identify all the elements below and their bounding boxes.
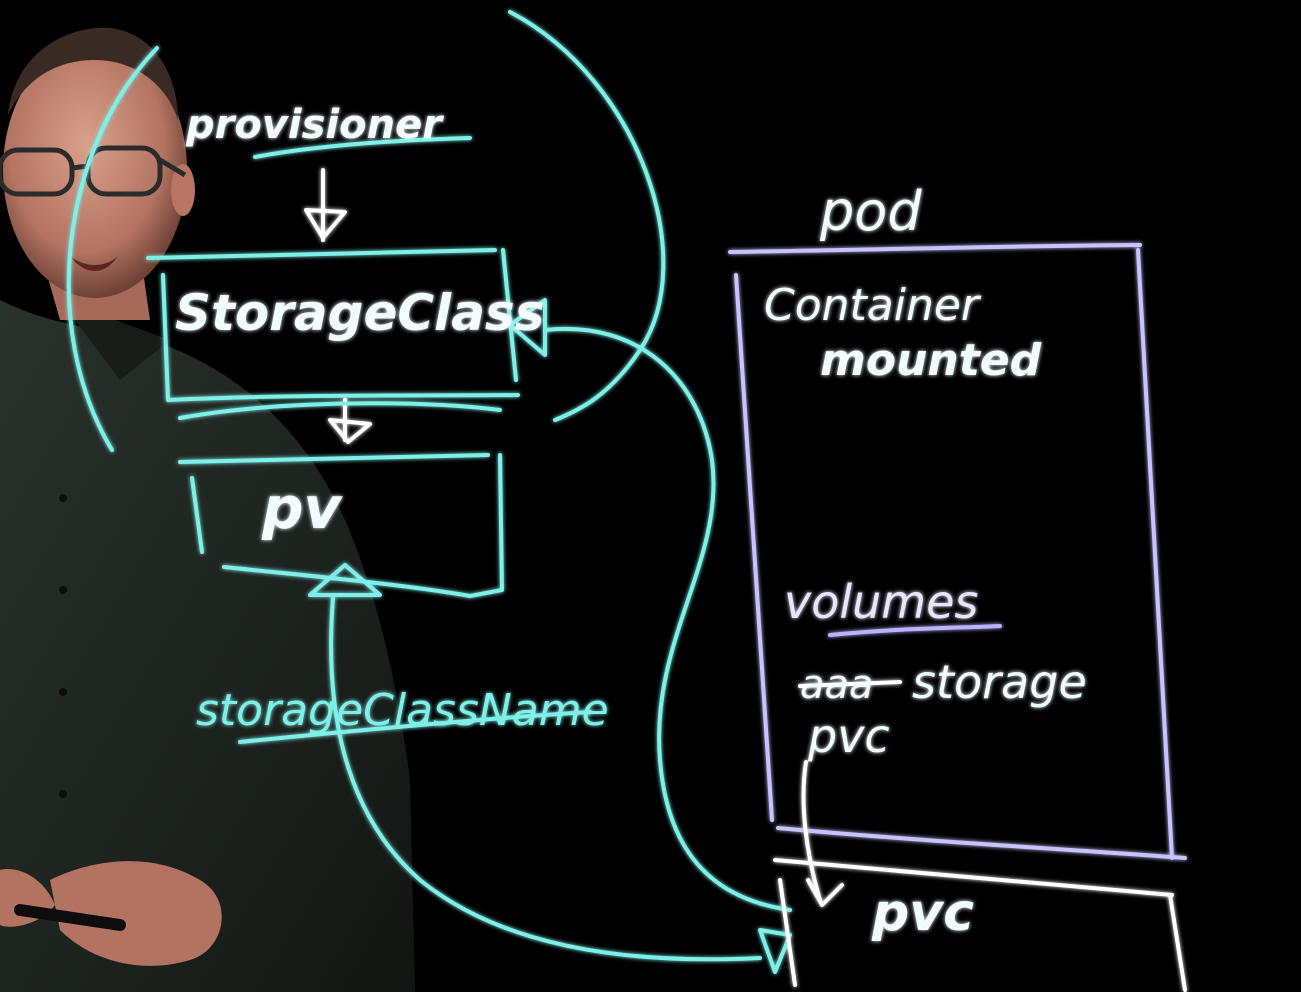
- label-struck: aaa: [800, 662, 874, 708]
- marker-pen: [14, 904, 126, 931]
- provisioner-underline: [253, 136, 472, 159]
- pvc-left-arrowhead: [758, 928, 792, 974]
- strike-line: [798, 680, 902, 688]
- label-volumes: volumes: [784, 575, 978, 629]
- lightboard-labels: provisioner StorageClass pv storageClass…: [175, 102, 1087, 943]
- pv-top-curve: [178, 401, 502, 420]
- enclosing-right-arc: [508, 10, 666, 422]
- presenter: [0, 27, 415, 992]
- pv-to-pvc-curve: [329, 596, 762, 962]
- label-pvc-box: pvc: [871, 883, 974, 943]
- label-mounted: mounted: [820, 335, 1042, 386]
- pvc-to-storageclass-curve: [543, 326, 792, 912]
- label-container: Container: [764, 280, 982, 331]
- pvc-down-arrow: [801, 760, 844, 907]
- presenter-mouth: [70, 256, 118, 271]
- presenter-shirt: [0, 300, 415, 992]
- pv-up-arrow: [308, 563, 382, 597]
- shirt-button: [59, 688, 67, 696]
- volumes-underline: [828, 624, 1002, 637]
- presenter-hair: [8, 27, 178, 120]
- shirt-button: [59, 586, 67, 594]
- lightboard-diagram: [66, 10, 1187, 992]
- arrow-down-icon: [328, 398, 372, 444]
- pod-box: [728, 243, 1187, 860]
- storageclass-box: [146, 248, 520, 402]
- presenter-ear: [171, 164, 195, 216]
- storageclassname-underline: [238, 710, 592, 744]
- shirt-button: [59, 790, 67, 798]
- pvc-box: [773, 858, 1187, 992]
- arrow-down-icon: [304, 168, 347, 242]
- enclosing-left-arc: [66, 46, 159, 452]
- label-pod: pod: [819, 180, 922, 243]
- label-provisioner: provisioner: [185, 102, 444, 148]
- label-storageclassname: storageClassName: [196, 685, 609, 736]
- label-pv: pv: [261, 474, 344, 542]
- storageclass-arrowhead: [508, 298, 547, 357]
- pv-box: [178, 453, 504, 598]
- shirt-button: [59, 494, 67, 502]
- label-pvc-inline: pvc: [807, 709, 890, 763]
- presenter-head: [3, 42, 187, 298]
- label-storageclass: StorageClass: [175, 284, 544, 342]
- label-storage: storage: [912, 655, 1087, 709]
